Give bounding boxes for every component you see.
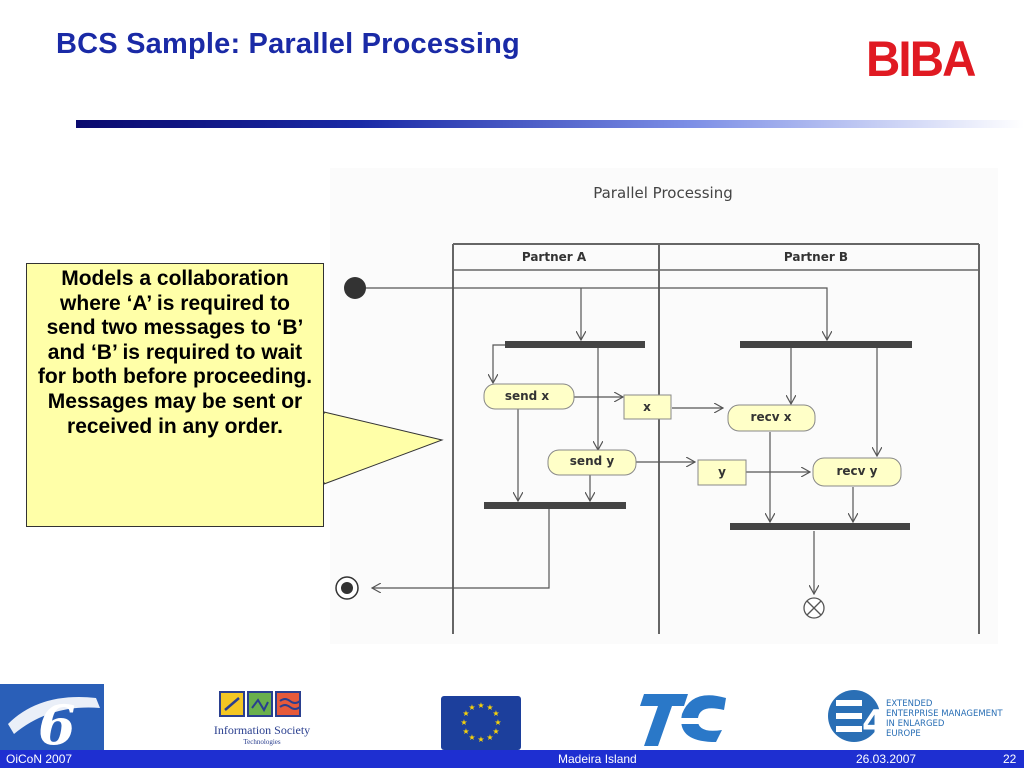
fp6-logo: 6 [0, 684, 104, 750]
activity-send-x: send x [483, 383, 575, 410]
eu-flag-logo: ★★★★ ★★★★ ★★★★ [441, 696, 521, 750]
footer-left: OiCoN 2007 [6, 752, 73, 766]
diagram-title: Parallel Processing [593, 184, 733, 202]
page-number: 22 [1003, 752, 1017, 766]
title-divider [76, 120, 1024, 128]
callout-note: Models a collaboration where ‘A’ is requ… [26, 263, 324, 527]
svg-text:★: ★ [477, 701, 484, 710]
flow-final-node [803, 597, 825, 619]
svg-text:★: ★ [477, 735, 484, 744]
activity-send-x-label: send x [505, 389, 550, 403]
svg-text:★: ★ [462, 709, 469, 718]
svg-text:★: ★ [494, 718, 501, 727]
object-node-x: x [623, 394, 672, 420]
activity-send-y: send y [547, 449, 637, 476]
biba-logo: BIBA [866, 31, 976, 87]
object-node-x-label: x [643, 400, 651, 414]
e4-line4: EUROPE [886, 729, 921, 739]
svg-text:★: ★ [468, 703, 475, 712]
footer-logos: 6 Information Society Technologies ★★★★ … [0, 684, 1024, 750]
fork-join-bars [484, 341, 912, 530]
callout-pointer [322, 411, 444, 485]
object-node-y-label: y [718, 465, 726, 479]
swimlanes [452, 243, 980, 634]
activity-final-node [335, 576, 359, 600]
activity-send-y-label: send y [570, 454, 615, 468]
initial-node [344, 277, 366, 299]
activity-diagram: Parallel Processing Partner A Partner B [330, 168, 998, 644]
svg-text:★: ★ [492, 709, 499, 718]
e4-line2: ENTERPRISE MANAGEMENT [886, 709, 1003, 719]
information-society-logo: Information Society Technologies [214, 691, 310, 746]
lane-label-partner-a: Partner A [522, 250, 587, 264]
svg-text:★: ★ [468, 733, 475, 742]
e4-line3: IN ENLARGED [886, 719, 945, 729]
activity-recv-x: recv x [727, 404, 816, 432]
svg-text:4: 4 [862, 703, 886, 743]
tc-logo [640, 694, 726, 746]
slide-title: BCS Sample: Parallel Processing [56, 28, 520, 60]
e4-line1: EXTENDED [886, 699, 933, 709]
svg-text:6: 6 [38, 693, 76, 750]
footer-bar: OiCoN 2007 Madeira Island 26.03.2007 22 [0, 750, 1024, 768]
svg-text:★: ★ [486, 733, 493, 742]
footer-date: 26.03.2007 [856, 752, 917, 766]
svg-text:★: ★ [486, 703, 493, 712]
object-node-y: y [697, 459, 747, 486]
footer-location: Madeira Island [558, 752, 637, 766]
lane-label-partner-b: Partner B [784, 250, 848, 264]
activity-recv-y-label: recv y [837, 464, 878, 478]
info-society-line1: Information Society [214, 723, 310, 737]
svg-text:★: ★ [460, 718, 467, 727]
e4-logo: 4 EXTENDED ENTERPRISE MANAGEMENT IN ENLA… [828, 690, 1003, 743]
info-society-line2: Technologies [243, 738, 280, 746]
svg-text:★: ★ [492, 727, 499, 736]
activity-recv-y: recv y [812, 457, 902, 487]
svg-text:★: ★ [462, 727, 469, 736]
activity-recv-x-label: recv x [751, 410, 792, 424]
